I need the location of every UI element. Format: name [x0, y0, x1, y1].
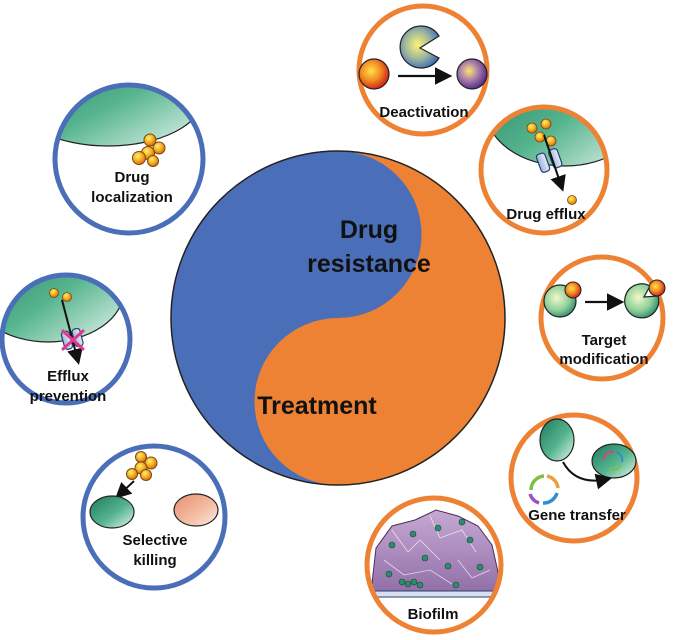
- efflux-arrow: [543, 134, 566, 192]
- drug-efflux-node: Drug efflux: [478, 104, 610, 236]
- target-modification-label-line1: Target: [582, 332, 627, 349]
- drug-localization-label-line2: localization: [91, 189, 173, 206]
- transfer-arrow: [562, 461, 612, 490]
- host-cell-icon: [173, 493, 219, 527]
- selective-killing-node: Selective killing: [80, 443, 228, 591]
- modified-target-icon: [624, 283, 660, 319]
- active-drug-icon: [358, 58, 390, 90]
- yin-yang-outline: [170, 150, 506, 486]
- efflux-prevention-label-line2: prevention: [30, 388, 107, 405]
- inactive-drug-icon: [456, 58, 488, 90]
- killing-arrow: [115, 480, 135, 499]
- target-modification-label-line2: modification: [559, 351, 648, 368]
- donor-cell-icon: [539, 418, 575, 462]
- drug-localization-circle: [52, 82, 206, 236]
- drug-efflux-label: Drug efflux: [506, 206, 586, 223]
- gene-transfer-label: Gene transfer: [528, 507, 626, 524]
- recipient-cell-icon: [591, 443, 637, 479]
- resistance-half: [254, 151, 505, 486]
- deactivation-label: Deactivation: [379, 104, 468, 121]
- target-modification-node: Target modification: [538, 254, 666, 382]
- efflux-prevention-circle: [0, 272, 133, 406]
- pathogen-cell-icon: [89, 495, 135, 529]
- deactivation-node: Deactivation: [356, 3, 490, 137]
- drug-efflux-circle: [478, 104, 610, 236]
- drug-cluster-icon: [132, 133, 166, 167]
- biofilm-circle: [364, 495, 504, 635]
- selective-killing-circle: [80, 443, 228, 591]
- biofilm-node: Biofilm: [364, 495, 504, 635]
- plasmid-in-cell-icon: [603, 450, 624, 471]
- enzyme-pacman-icon: [399, 25, 440, 69]
- selective-killing-label-line1: Selective: [122, 532, 187, 549]
- biofilm-label: Biofilm: [408, 606, 459, 623]
- block-x-icon: [61, 329, 85, 351]
- biofilm-bacteria: [385, 518, 484, 589]
- free-plasmid-icon: [528, 474, 560, 505]
- efflux-pump-icon: [535, 148, 563, 173]
- bound-drug-icon: [564, 281, 582, 299]
- blocked-efflux-arrow: [61, 299, 83, 365]
- efflux-prevention-label-line1: Efflux: [47, 368, 89, 385]
- drug-resistance-title-line1: Drug: [340, 216, 398, 244]
- selective-killing-label-line2: killing: [133, 552, 176, 569]
- biofilm-surface: [367, 590, 501, 598]
- target-cell-icon: [55, 85, 203, 147]
- drug-localization-node: Drug localization: [52, 82, 206, 236]
- unbound-drug-icon: [648, 279, 666, 297]
- drug-resistance-title-line2: resistance: [307, 250, 431, 278]
- killing-drug-cluster-icon: [126, 451, 158, 481]
- yin-yang-circle: Drug resistance Treatment: [170, 150, 506, 486]
- drug-localization-label-line1: Drug: [115, 169, 150, 186]
- blocked-drug-particles: [49, 288, 72, 302]
- gene-transfer-node: Gene transfer: [508, 412, 640, 544]
- efflux-prevention-node: Efflux prevention: [0, 272, 133, 406]
- efflux-drug-particles: [526, 118, 577, 205]
- treatment-title: Treatment: [257, 392, 377, 420]
